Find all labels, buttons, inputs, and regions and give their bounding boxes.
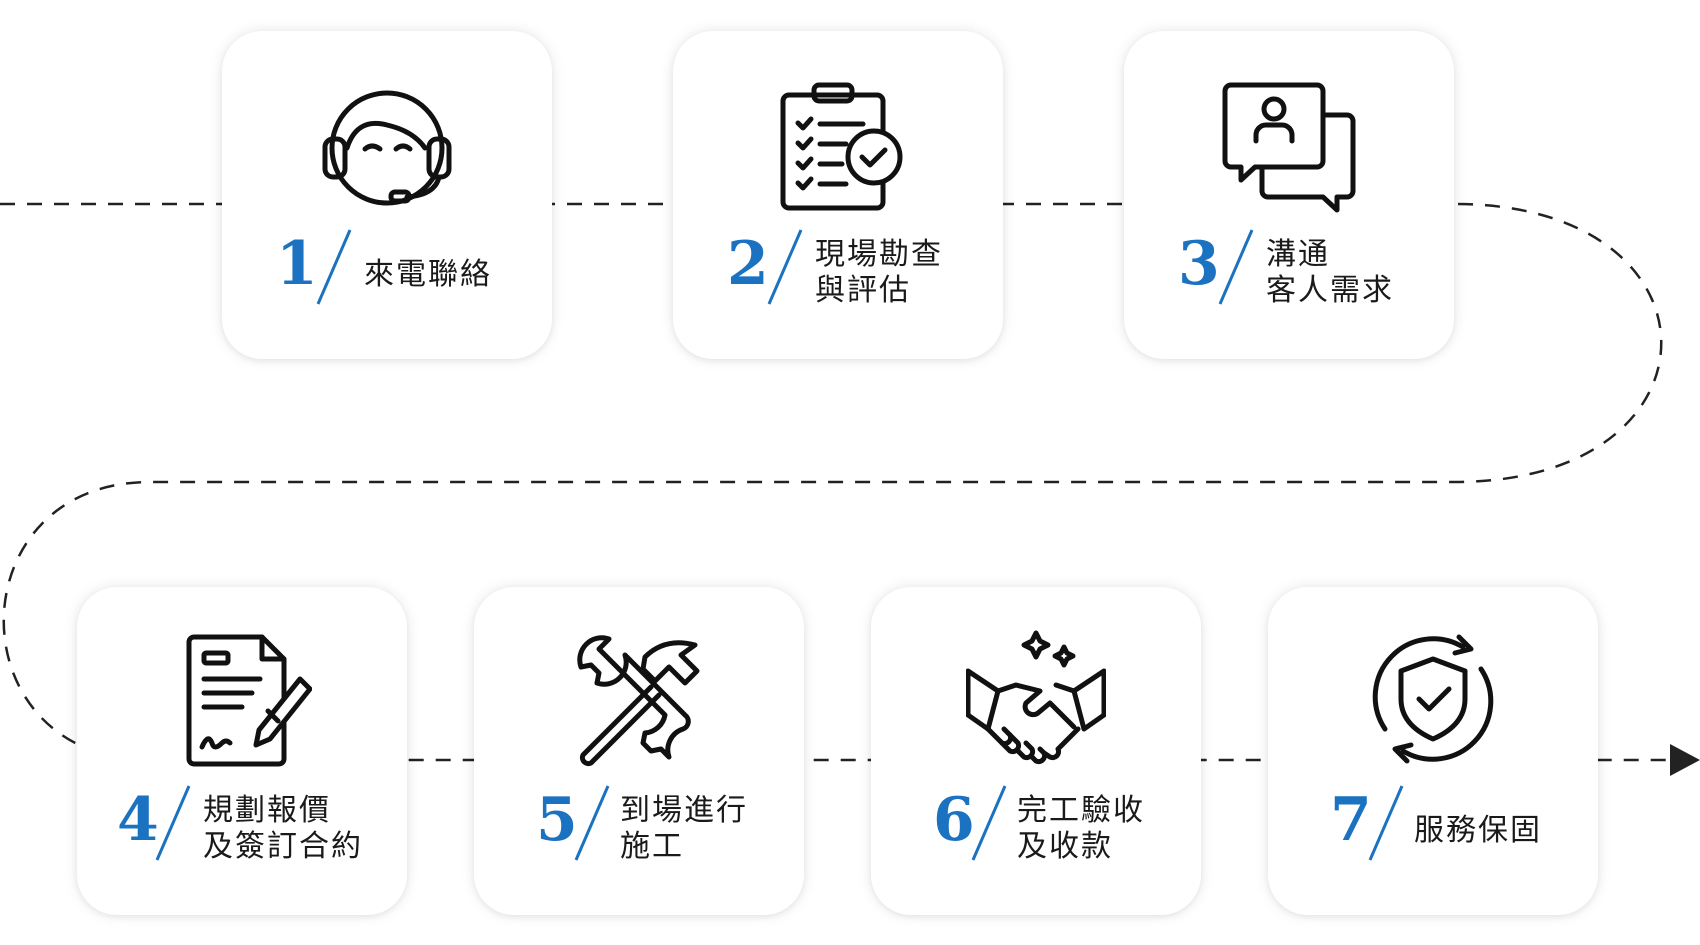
slash-divider-icon xyxy=(1368,785,1404,861)
step-number-3: 3 xyxy=(1178,229,1220,299)
step-label-3: 溝通 客人需求 xyxy=(1266,237,1394,309)
dashed-connector-line xyxy=(0,202,1668,762)
step-label-7: 服務保固 xyxy=(1414,813,1542,849)
step-label-4: 規劃報價 及簽訂合約 xyxy=(203,793,363,865)
chat-user-icon xyxy=(1219,73,1359,213)
step-label-line: 服務保固 xyxy=(1414,813,1542,848)
step-card-3: 3 溝通 客人需求 xyxy=(1124,31,1454,359)
headset-agent-icon xyxy=(317,73,457,213)
slash-divider-icon xyxy=(767,229,803,305)
step-label-line: 到場進行 xyxy=(620,793,748,828)
arrow-head-icon xyxy=(1670,744,1700,776)
step-number-5: 5 xyxy=(536,785,578,855)
step-label-line: 及簽訂合約 xyxy=(203,829,363,864)
step-label-line: 來電聯絡 xyxy=(364,257,492,292)
step-label-line: 施工 xyxy=(620,829,684,864)
step-label-line: 規劃報價 xyxy=(203,793,331,828)
step-label-line: 與評估 xyxy=(815,273,911,308)
step-number-7: 7 xyxy=(1330,785,1372,855)
step-card-7: 7 服務保固 xyxy=(1268,587,1598,915)
step-number-2: 2 xyxy=(727,229,769,299)
step-label-line: 溝通 xyxy=(1266,237,1330,272)
slash-divider-icon xyxy=(155,785,191,861)
step-label-line: 完工驗收 xyxy=(1017,793,1145,828)
slash-divider-icon xyxy=(1218,229,1254,305)
checklist-clipboard-icon xyxy=(768,73,908,213)
step-label-line: 現場勘查 xyxy=(815,237,943,272)
shield-check-icon xyxy=(1363,629,1503,769)
handshake-icon xyxy=(966,629,1106,769)
step-label-line: 客人需求 xyxy=(1266,273,1394,308)
wrench-hammer-icon xyxy=(569,629,709,769)
step-number-6: 6 xyxy=(933,785,975,855)
step-label-5: 到場進行 施工 xyxy=(620,793,748,865)
slash-divider-icon xyxy=(574,785,610,861)
step-label-line: 及收款 xyxy=(1017,829,1113,864)
step-label-1: 來電聯絡 xyxy=(364,257,492,293)
step-card-4: 4 規劃報價 及簽訂合約 xyxy=(77,587,407,915)
step-card-5: 5 到場進行 施工 xyxy=(474,587,804,915)
step-card-6: 6 完工驗收 及收款 xyxy=(871,587,1201,915)
slash-divider-icon xyxy=(971,785,1007,861)
step-label-2: 現場勘查 與評估 xyxy=(815,237,943,309)
step-card-2: 2 現場勘查 與評估 xyxy=(673,31,1003,359)
step-card-1: 1 來電聯絡 xyxy=(222,31,552,359)
step-label-6: 完工驗收 及收款 xyxy=(1017,793,1145,865)
step-number-4: 4 xyxy=(117,785,159,855)
contract-sign-icon xyxy=(172,629,312,769)
step-number-1: 1 xyxy=(276,229,318,299)
slash-divider-icon xyxy=(316,229,352,305)
